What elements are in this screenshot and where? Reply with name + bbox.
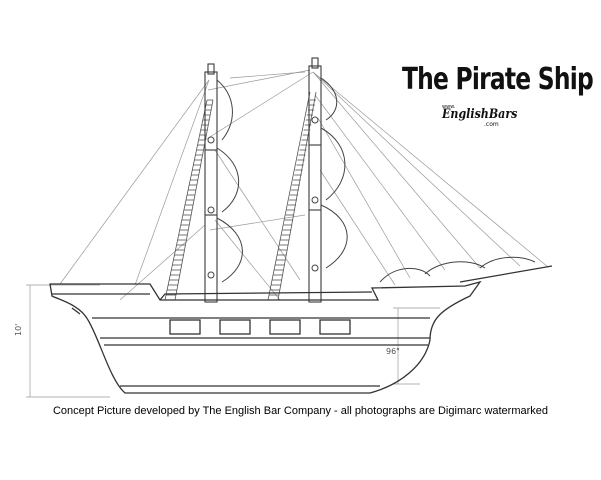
width-dimension-label: 96" bbox=[386, 347, 400, 356]
bowsprit bbox=[459, 265, 553, 283]
dimension-lines bbox=[26, 284, 440, 398]
hull bbox=[49, 280, 482, 394]
logo-suffix: .com bbox=[484, 121, 499, 128]
ladder-rungs bbox=[165, 99, 316, 301]
caption: Concept Picture developed by The English… bbox=[52, 405, 549, 417]
masts bbox=[204, 57, 322, 303]
logo-brand: EnglishBars bbox=[442, 107, 518, 122]
shroud-ladders bbox=[164, 91, 317, 301]
sails bbox=[216, 77, 536, 283]
page-title: The Pirate Ship bbox=[402, 62, 594, 97]
logo-prefix: www. bbox=[442, 104, 456, 110]
englishbars-logo: www. EnglishBars .com bbox=[436, 104, 517, 132]
height-dimension-label: 10' bbox=[14, 323, 23, 336]
rigging bbox=[59, 69, 549, 301]
